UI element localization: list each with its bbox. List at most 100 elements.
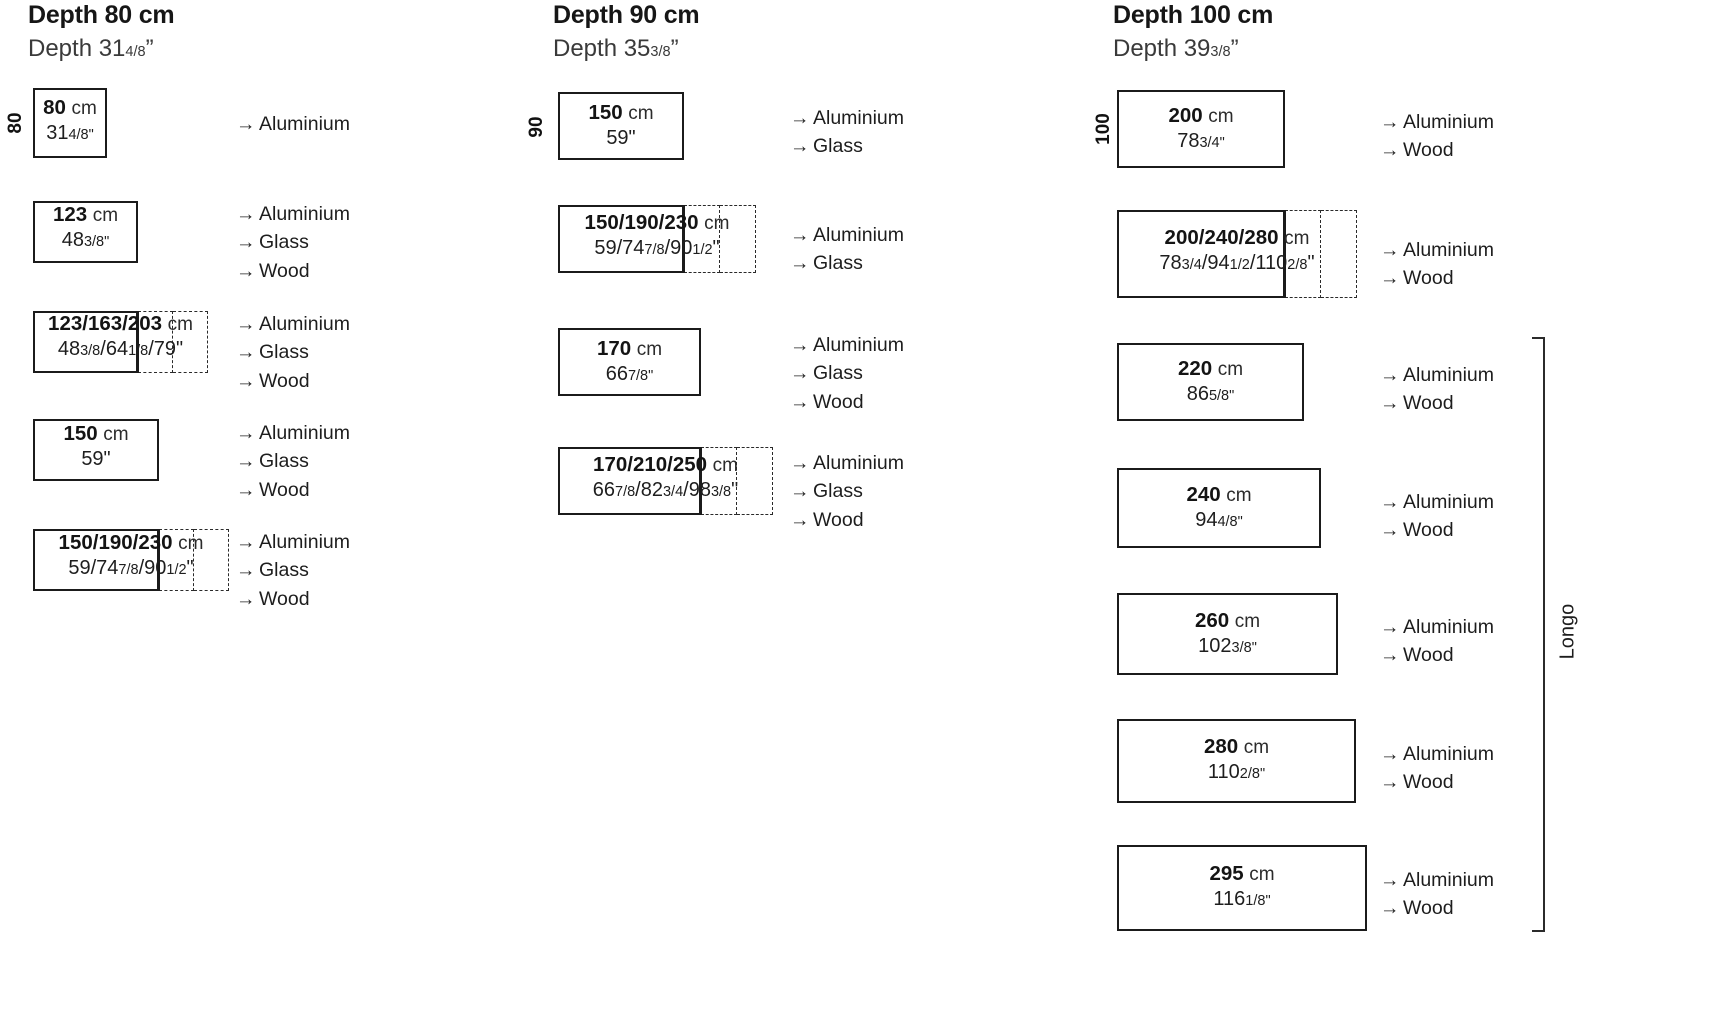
- size-inches: 483/8": [61, 229, 110, 252]
- size-inches: 783/4/941/2/1102/8": [1159, 252, 1315, 275]
- size-inches: 59/747/8/901/2": [68, 557, 194, 580]
- size-labels: 150 cm 59": [33, 421, 159, 472]
- materials-list: →Aluminium →Glass →Wood: [236, 200, 350, 285]
- material-item: →Wood: [1380, 516, 1494, 544]
- materials-list: →Aluminium →Wood: [1380, 866, 1494, 923]
- material-item: →Wood: [1380, 264, 1494, 292]
- size-box: [558, 447, 701, 515]
- longo-label: Longo: [1556, 603, 1579, 660]
- extension-divider: [1283, 210, 1286, 298]
- extension-panel: [684, 205, 720, 273]
- material-item: →Aluminium: [1380, 613, 1494, 641]
- arrow-icon: →: [790, 508, 810, 531]
- material-item: →Aluminium: [790, 221, 904, 249]
- material-item: →Glass: [236, 228, 350, 256]
- size-box: [558, 92, 684, 160]
- size-inches: 1161/8": [1213, 888, 1271, 911]
- arrow-icon: →: [1380, 392, 1400, 415]
- material-item: →Aluminium: [1380, 488, 1494, 516]
- size-cm: 123/163/203 cm: [48, 312, 193, 335]
- size-cm: 295 cm: [1209, 862, 1275, 885]
- materials-list: →Aluminium →Glass →Wood: [236, 528, 350, 613]
- materials-list: →Aluminium →Wood: [1380, 488, 1494, 545]
- size-labels: 260 cm 1023/8": [1117, 608, 1338, 659]
- size-labels: 170 cm 667/8": [558, 336, 701, 387]
- material-item: →Aluminium: [790, 331, 904, 359]
- size-box: [1117, 845, 1367, 931]
- arrow-icon: →: [1380, 644, 1400, 667]
- material-item: →Glass: [790, 359, 904, 387]
- arrow-icon: →: [790, 252, 810, 275]
- arrow-icon: →: [236, 369, 256, 392]
- arrow-icon: →: [790, 390, 810, 413]
- bracket-line: [1543, 337, 1545, 932]
- material-item: →Glass: [790, 132, 904, 160]
- arrow-icon: →: [236, 341, 256, 364]
- materials-list: →Aluminium →Glass →Wood: [790, 449, 904, 534]
- size-inches: 865/8": [1186, 383, 1235, 406]
- arrow-icon: →: [236, 450, 256, 473]
- size-labels: 150/190/230 cm 59/747/8/901/2": [33, 530, 229, 581]
- arrow-icon: →: [1380, 267, 1400, 290]
- size-cm: 220 cm: [1177, 357, 1244, 380]
- size-labels: 170/210/250 cm 667/8/823/4/983/8": [558, 452, 773, 503]
- arrow-icon: →: [1380, 771, 1400, 794]
- material-item: →Wood: [1380, 894, 1494, 922]
- column-title: Depth 100 cm: [1113, 1, 1274, 29]
- depth-tick-90: 90: [526, 116, 547, 138]
- arrow-icon: →: [236, 113, 256, 135]
- size-cm: 170/210/250 cm: [593, 453, 738, 476]
- material-item: →Aluminium: [1380, 361, 1494, 389]
- material-item: →Wood: [236, 585, 350, 613]
- materials-list: →Aluminium →Glass →Wood: [236, 419, 350, 504]
- materials-list: →Aluminium: [236, 110, 350, 138]
- size-labels: 150/190/230 cm 59/747/8/901/2": [558, 210, 756, 261]
- material-item: →Wood: [236, 476, 350, 504]
- arrow-icon: →: [1380, 616, 1400, 638]
- size-cm: 240 cm: [1186, 483, 1252, 506]
- material-item: →Aluminium: [236, 200, 350, 228]
- extension-divider: [157, 529, 160, 591]
- arrow-icon: →: [790, 107, 810, 129]
- material-item: →Wood: [1380, 641, 1494, 669]
- material-item: →Aluminium: [236, 419, 350, 447]
- material-item: →Aluminium: [236, 528, 350, 556]
- arrow-icon: →: [790, 224, 810, 246]
- extension-panel: [138, 311, 173, 373]
- arrow-icon: →: [790, 480, 810, 503]
- size-cm: 260 cm: [1194, 609, 1261, 632]
- arrow-icon: →: [236, 587, 256, 610]
- size-box: [33, 201, 138, 263]
- size-cm: 170 cm: [596, 337, 663, 360]
- size-box: [1117, 90, 1285, 168]
- size-labels: 220 cm 865/8": [1117, 356, 1304, 407]
- material-item: →Glass: [236, 556, 350, 584]
- column-subtitle: Depth 393/8”: [1113, 34, 1239, 62]
- arrow-icon: →: [236, 203, 256, 225]
- materials-list: →Aluminium →Wood: [1380, 613, 1494, 670]
- size-box: [1117, 593, 1338, 675]
- arrow-icon: →: [236, 231, 256, 254]
- column-title: Depth 80 cm: [28, 1, 175, 29]
- size-inches: 314/8": [46, 122, 94, 145]
- size-cm: 150/190/230 cm: [58, 531, 204, 554]
- material-item: →Wood: [1380, 136, 1494, 164]
- extension-panel: [159, 529, 194, 591]
- size-cm: 123 cm: [52, 203, 119, 226]
- size-box: [33, 88, 107, 158]
- size-cm: 150/190/230 cm: [584, 211, 730, 234]
- size-labels: 123/163/203 cm 483/8/641/8/79": [33, 311, 208, 362]
- size-inches: 483/8/641/8/79": [57, 338, 184, 361]
- size-box: [1117, 210, 1285, 298]
- size-labels: 240 cm 944/8": [1117, 482, 1321, 533]
- arrow-icon: →: [1380, 139, 1400, 162]
- size-inches: 59/747/8/901/2": [594, 237, 720, 260]
- materials-list: →Aluminium →Wood: [1380, 361, 1494, 418]
- size-inches: 944/8": [1195, 509, 1243, 532]
- arrow-icon: →: [1380, 111, 1400, 133]
- extension-panel: [701, 447, 737, 515]
- column-header-depth-90: Depth 90 cm Depth 353/8”: [553, 1, 700, 62]
- material-item: →Wood: [236, 367, 350, 395]
- size-box: [33, 419, 159, 481]
- column-subtitle: Depth 314/8”: [28, 34, 154, 62]
